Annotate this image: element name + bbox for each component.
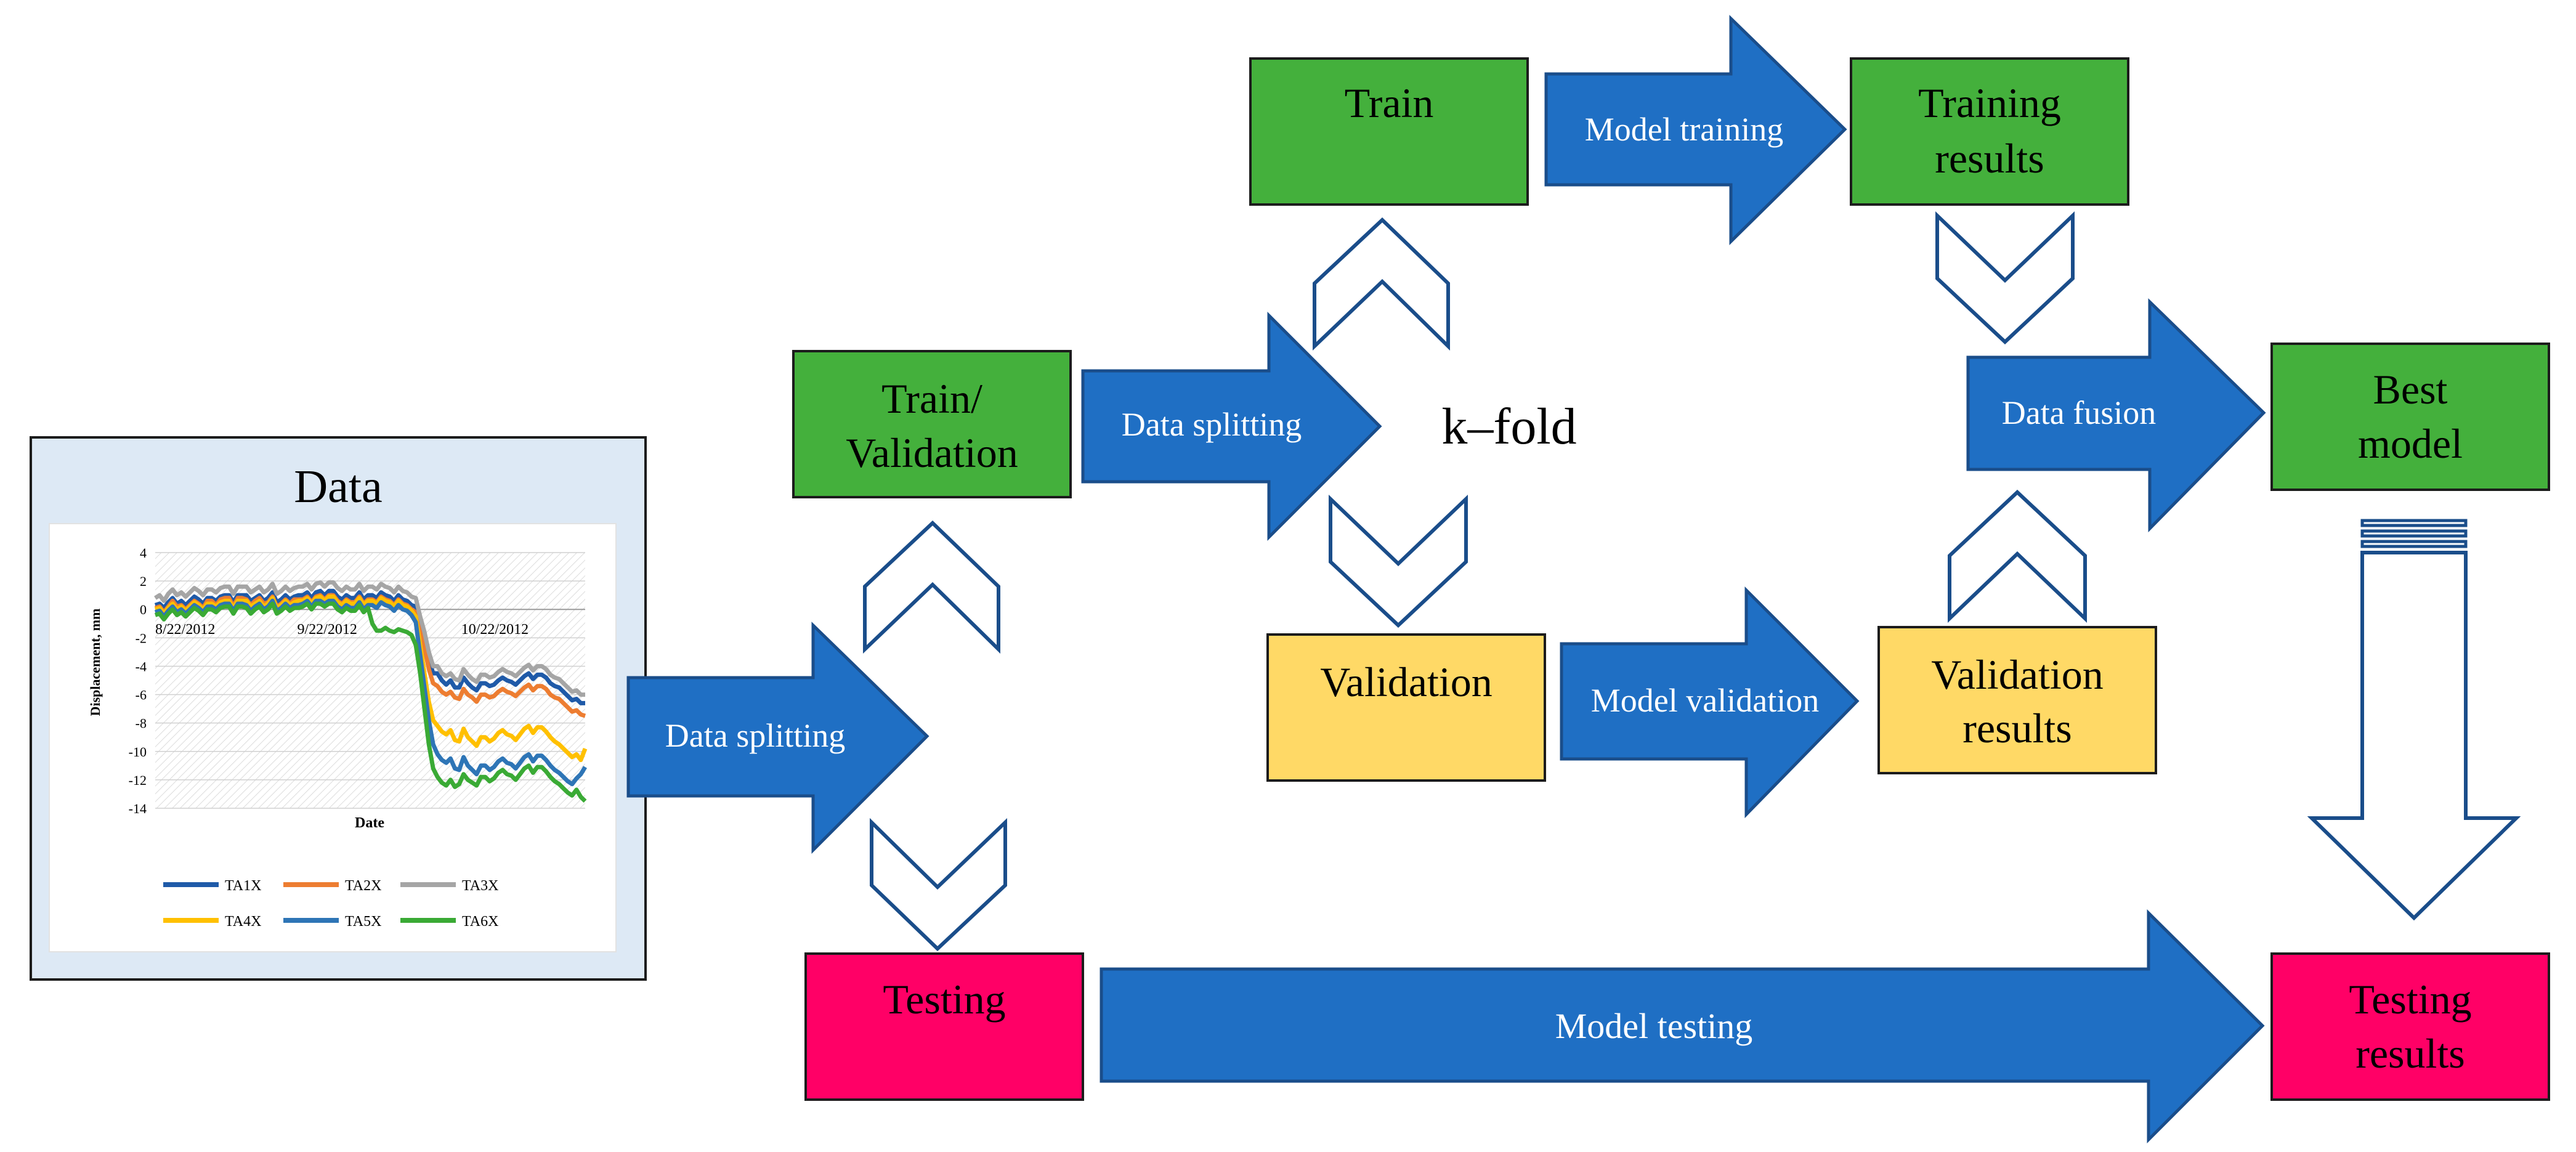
- arrow-model-validation: Model validation: [1560, 586, 1860, 819]
- legend-label: TA5X: [345, 914, 381, 930]
- node-train: Train: [1249, 57, 1529, 206]
- arrow-data-splitting-kfold: Data splitting: [1081, 311, 1382, 542]
- data-splitting-label: Data splitting: [665, 717, 845, 754]
- testing-results-line2: results: [2355, 1030, 2465, 1077]
- chevron-up-to-train-validation: [863, 520, 1000, 654]
- arrow-best-to-testing: [2307, 519, 2521, 921]
- node-testing-results: Testing results: [2270, 952, 2550, 1101]
- x-tick-label: 9/22/2012: [298, 622, 357, 638]
- y-tick-label: -6: [136, 688, 147, 703]
- data-panel: Data 4 2 0 -2 -4 -6 -8 -10 -12 -14 8/22/2012 9/22/…: [30, 436, 647, 981]
- model-training-label: Model training: [1585, 111, 1783, 148]
- model-testing-label: Model testing: [1555, 1006, 1753, 1046]
- arrow-data-fusion: Data fusion: [1966, 298, 2266, 533]
- chevron-down-to-validation: [1329, 494, 1468, 628]
- arrow-model-training: Model training: [1544, 15, 1847, 245]
- validation-results-line1: Validation: [1931, 651, 2104, 698]
- model-validation-label: Model validation: [1591, 682, 1819, 719]
- y-tick-label: -10: [129, 744, 147, 760]
- chart-legend: TA1X TA2X TA3X TA4X TA5X TA6X: [163, 878, 498, 930]
- y-axis-label: Displacement, mm: [87, 609, 103, 716]
- chevron-down-to-testing: [870, 817, 1007, 952]
- series-line-ta1x: [154, 588, 585, 705]
- series-line-ta4x: [154, 594, 588, 763]
- best-model-line1: Best: [2373, 366, 2448, 413]
- legend-label: TA3X: [462, 878, 498, 894]
- validation-label: Validation: [1320, 659, 1493, 705]
- data-fusion-label: Data fusion: [2002, 394, 2156, 431]
- chart-series: [154, 580, 588, 803]
- y-tick-label: 2: [140, 574, 147, 589]
- x-tick-label: 10/22/2012: [461, 622, 529, 638]
- chevron-up-to-train: [1313, 217, 1450, 351]
- legend-label: TA4X: [225, 914, 261, 930]
- y-tick-labels: 4 2 0 -2 -4 -6 -8 -10 -12 -14: [129, 545, 147, 816]
- train-validation-line2: Validation: [846, 429, 1018, 476]
- arrow-model-testing: Model testing: [1100, 909, 2265, 1144]
- node-train-validation: Train/ Validation: [792, 350, 1072, 498]
- train-validation-line1: Train/: [881, 375, 982, 422]
- train-label: Train: [1345, 79, 1434, 126]
- x-axis-label: Date: [355, 815, 384, 831]
- data-splitting-kfold-label: Data splitting: [1122, 406, 1302, 443]
- training-results-line2: results: [1935, 135, 2044, 182]
- y-tick-label: 4: [140, 545, 147, 561]
- y-tick-label: 0: [140, 602, 147, 617]
- node-validation: Validation: [1266, 633, 1546, 782]
- best-model-line2: model: [2358, 420, 2463, 467]
- legend-label: TA2X: [345, 878, 381, 894]
- x-tick-labels: 8/22/2012 9/22/2012 10/22/2012: [155, 622, 529, 638]
- y-tick-label: -14: [129, 801, 147, 816]
- y-tick-label: -8: [136, 716, 147, 731]
- legend-label: TA6X: [462, 914, 498, 930]
- validation-results-line2: results: [1962, 705, 2072, 752]
- y-tick-label: -4: [136, 659, 147, 674]
- series-line-ta5x: [154, 598, 587, 787]
- kfold-label: k–fold: [1441, 398, 1576, 455]
- y-tick-label: -12: [129, 773, 147, 788]
- series-line-ta6x: [154, 601, 587, 803]
- chevron-down-from-training-results: [1935, 211, 2075, 345]
- y-tick-label: -2: [136, 630, 147, 646]
- arrow-data-splitting-main: Data splitting: [626, 622, 930, 854]
- node-training-results: Training results: [1850, 57, 2129, 206]
- testing-results-line1: Testing: [2349, 976, 2471, 1023]
- node-validation-results: Validation results: [1877, 626, 2157, 774]
- testing-label: Testing: [883, 976, 1005, 1023]
- node-best-model: Best model: [2270, 343, 2550, 491]
- x-tick-label: 8/22/2012: [155, 622, 215, 638]
- series-line-ta3x: [154, 580, 585, 697]
- data-panel-title: Data: [294, 461, 382, 513]
- chevron-up-from-validation-results: [1948, 489, 2087, 623]
- legend-label: TA1X: [225, 878, 261, 894]
- training-results-line1: Training: [1918, 79, 2061, 126]
- node-testing: Testing: [804, 952, 1084, 1101]
